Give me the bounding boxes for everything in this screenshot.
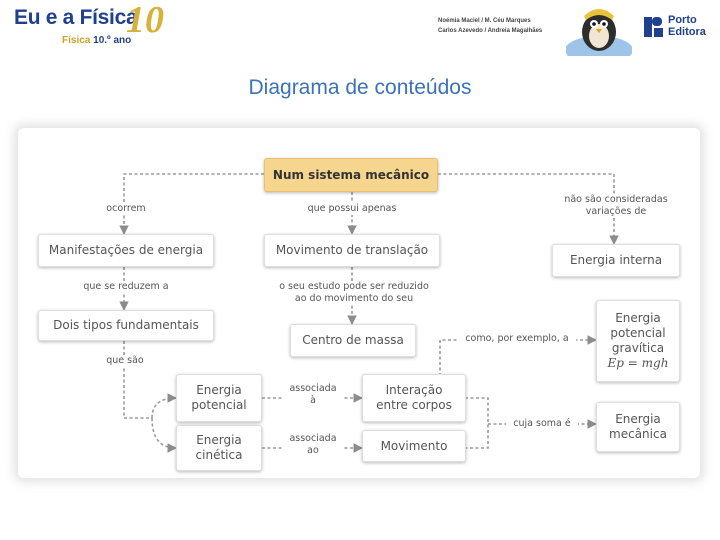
- link-possui: que possui apenas: [292, 203, 412, 215]
- wire-root-manifestacoes: [119, 173, 264, 235]
- node-potencial-gravitica-label: Energia potencial gravítica: [610, 311, 666, 355]
- node-cinetica: Energia cinética: [176, 425, 262, 471]
- node-root: Num sistema mecânico: [264, 158, 438, 192]
- link-exemplo: como, por exemplo, a: [458, 333, 576, 345]
- logo-number: 10: [126, 0, 164, 41]
- link-que-sao: que são: [100, 355, 150, 367]
- wire-split-potencial: [151, 393, 177, 419]
- node-potencial-gravitica-formula: Ep = mgh: [607, 356, 669, 370]
- logo-subtitle-grade: 10.º ano: [93, 35, 132, 46]
- publisher-logo-icon: [644, 17, 663, 37]
- link-associada-ao: associada ao: [282, 433, 344, 457]
- wire-root-interna: [438, 173, 619, 245]
- mascot-icon: [566, 9, 632, 56]
- node-dois-tipos: Dois tipos fundamentais: [38, 310, 214, 341]
- wire-join: [454, 397, 489, 449]
- logo-title: Eu e a Física: [14, 6, 138, 29]
- node-interacao: Interação entre corpos: [362, 374, 466, 422]
- logo-subtitle-subject: Física: [62, 35, 91, 46]
- link-soma: cuja soma é: [506, 418, 578, 430]
- authors-line-1: Noémia Maciel / M. Céu Marques: [438, 18, 531, 24]
- wire-split-cinetica: [151, 417, 177, 453]
- node-translacao: Movimento de translação: [264, 234, 440, 267]
- authors-line-2: Carlos Azevedo / Andreia Magalhães: [438, 28, 543, 34]
- link-reduzem: que se reduzem a: [74, 281, 178, 293]
- node-centro-massa: Centro de massa: [290, 324, 416, 357]
- publisher-name: Porto Editora: [668, 14, 706, 38]
- node-interna: Energia interna: [552, 244, 680, 277]
- node-potencial-gravitica: Energia potencial gravítica Ep = mgh: [596, 300, 680, 382]
- node-manifestacoes: Manifestações de energia: [38, 234, 214, 267]
- link-nao-consideradas: não são consideradas variações de: [554, 194, 678, 218]
- wire-dois-split: [123, 341, 152, 419]
- page-title: Diagrama de conteúdos: [248, 76, 472, 99]
- node-mecanica: Energia mecânica: [596, 402, 680, 452]
- link-estudo: o seu estudo pode ser reduzido ao do mov…: [264, 281, 444, 305]
- authors: Noémia Maciel / M. Céu Marques Carlos Az…: [438, 16, 542, 36]
- link-ocorrem: ocorrem: [96, 203, 156, 215]
- link-associada-a: associada à: [282, 383, 344, 407]
- node-movimento: Movimento: [362, 430, 466, 462]
- node-potencial: Energia potencial: [176, 374, 262, 422]
- logo-subtitle: Física 10.º ano: [62, 35, 131, 46]
